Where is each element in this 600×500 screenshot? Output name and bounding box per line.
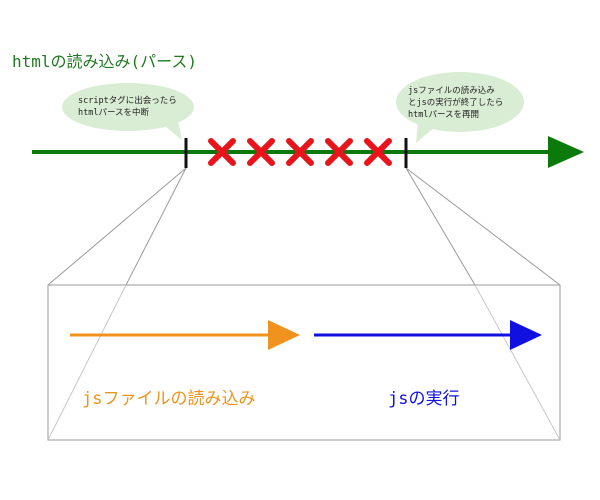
bubble-left-text: scriptタグに出会ったら htmlパースを中断 <box>78 95 177 119</box>
js-exec-arrow <box>314 320 542 350</box>
cross-mark-icon <box>208 138 236 166</box>
caption-js-exec: jsの実行 <box>388 389 460 409</box>
zoom-lines <box>47 167 561 286</box>
bubble-left <box>62 83 194 140</box>
bubble-right <box>396 72 524 143</box>
cross-mark-icon <box>364 138 392 166</box>
blocked-marks <box>208 138 392 166</box>
bubble-left-line-2: htmlパースを中断 <box>78 108 150 118</box>
js-load-arrow <box>70 320 300 350</box>
bubble-right-line-3: htmlパースを再開 <box>408 110 480 120</box>
bubble-right-text: jsファイルの読み込み とjsの実行が終了したら htmlパースを再開 <box>408 85 503 121</box>
zoom-detail-box <box>47 284 561 441</box>
html-parse-arrow <box>32 136 584 168</box>
bubble-right-line-2: とjsの実行が終了したら <box>408 98 504 108</box>
caption-js-load: jsファイルの読み込み <box>82 389 256 409</box>
cross-mark-icon <box>286 138 314 166</box>
zoom-lines-inner <box>47 284 561 441</box>
page-title: htmlの読み込み(パース) <box>12 52 197 71</box>
cross-mark-icon <box>247 138 275 166</box>
cross-mark-icon <box>325 138 353 166</box>
bubble-right-line-1: jsファイルの読み込み <box>408 86 495 96</box>
bubble-left-line-1: scriptタグに出会ったら <box>78 96 177 106</box>
